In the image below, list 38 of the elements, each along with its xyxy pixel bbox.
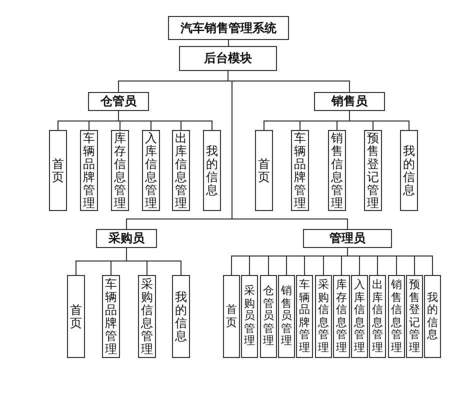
function-box: 车辆品牌管理	[291, 130, 309, 211]
function-box: 车辆品牌管理	[296, 275, 313, 358]
role-box: 仓管员	[88, 92, 149, 111]
function-box: 库存信息管理	[111, 130, 129, 211]
role-box: 销售员	[314, 92, 385, 111]
function-box: 销售信息管理	[388, 275, 405, 358]
function-box: 预售登记管理	[364, 130, 382, 211]
function-box: 我的信息	[400, 130, 418, 211]
function-box: 出库信息管理	[172, 130, 190, 211]
connector-line	[347, 248, 433, 276]
function-box: 库存信息管理	[333, 275, 350, 358]
function-box: 预售登记管理	[406, 275, 423, 358]
function-box: 采购员管理	[241, 275, 258, 358]
function-box: 入库信息管理	[142, 130, 160, 211]
function-box: 我的信息	[203, 130, 221, 211]
function-box: 销售员管理	[278, 275, 295, 358]
module-box: 后台模块	[179, 46, 277, 71]
function-box: 首页	[255, 130, 273, 211]
connector-line	[228, 40, 229, 46]
function-box: 入库信息管理	[351, 275, 368, 358]
system-title-box: 汽车销售管理系统	[168, 16, 289, 40]
function-box: 车辆品牌管理	[102, 275, 120, 358]
connector-line	[228, 70, 348, 230]
function-box: 我的信息	[424, 275, 441, 358]
function-box: 出库信息管理	[369, 275, 386, 358]
function-box: 我的信息	[172, 275, 190, 358]
function-box: 首页	[67, 275, 85, 358]
connector-line	[126, 248, 182, 276]
function-box: 首页	[223, 275, 240, 358]
connector-line	[118, 110, 212, 130]
function-box: 销售信息管理	[328, 130, 346, 211]
function-box: 车辆品牌管理	[80, 130, 98, 211]
function-box: 采购信息管理	[138, 275, 156, 358]
role-box: 采购员	[96, 229, 157, 248]
function-box: 仓管员管理	[260, 275, 277, 358]
function-box: 采购信息管理	[315, 275, 332, 358]
function-box: 首页	[49, 130, 67, 211]
role-box: 管理员	[303, 229, 392, 248]
